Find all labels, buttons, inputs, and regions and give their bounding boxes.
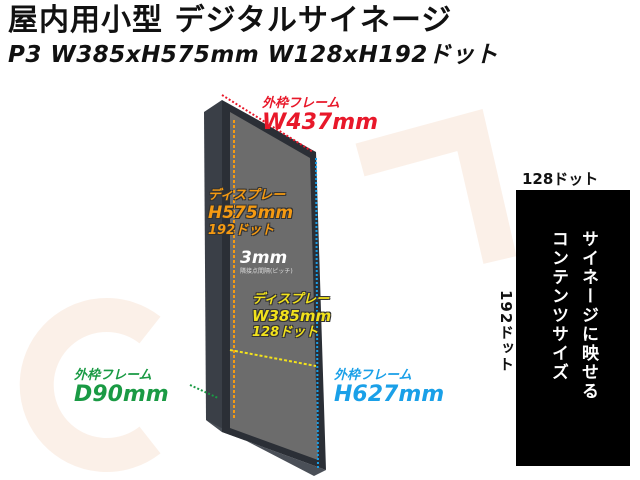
display-width-label: ディスプレー [252, 292, 330, 307]
panel-side [204, 100, 222, 432]
pitch-note: 隣接点間隔(ピッチ) [240, 268, 293, 275]
content-text-line1: サイネージに映せる [578, 230, 598, 401]
frame-width-callout: 外枠フレーム W437mm [262, 96, 378, 135]
frame-height-value: H627mm [334, 382, 445, 407]
panel-screen [230, 112, 318, 460]
content-height-dots: 192ドット [497, 290, 515, 373]
height-dimension-line [315, 157, 319, 471]
frame-depth-label: 外枠フレーム [74, 368, 152, 383]
content-area-box: サイネージに映せる コンテンツサイズ [516, 190, 630, 466]
watermark-shape [19, 298, 161, 472]
watermark-shape [355, 108, 517, 264]
frame-width-value: W437mm [262, 110, 379, 135]
display-width-value: W385mm [252, 307, 332, 325]
frame-depth-value: D90mm [74, 382, 169, 407]
frame-depth-callout: 外枠フレーム D90mm [74, 368, 169, 407]
display-height-callout: ディスプレー H575mm 192ドット [208, 188, 293, 238]
frame-height-callout: 外枠フレーム H627mm [334, 368, 444, 407]
content-text-line2: コンテンツサイズ [548, 230, 568, 382]
page-title: 屋内用小型 デジタルサイネージ [8, 3, 453, 38]
display-height-dots: 192ドット [208, 223, 275, 238]
frame-width-label: 外枠フレーム [262, 96, 340, 111]
frame-height-label: 外枠フレーム [334, 368, 412, 383]
display-width-line [229, 349, 317, 367]
page-subtitle: P3 W385xH575mm W128xH192ドット [8, 42, 499, 68]
display-width-callout: ディスプレー W385mm 128ドット [252, 292, 331, 340]
pitch-value: 3mm [240, 248, 288, 268]
display-width-dots: 128ドット [252, 325, 319, 340]
display-height-label: ディスプレー [208, 188, 286, 203]
panel-bottom [206, 420, 326, 476]
depth-dimension-line [189, 384, 219, 399]
display-height-value: H575mm [208, 203, 294, 223]
width-dimension-line [221, 94, 314, 153]
pitch-callout: 3mm 隣接点間隔(ピッチ) [240, 248, 293, 276]
content-width-dots: 128ドット [522, 170, 599, 188]
